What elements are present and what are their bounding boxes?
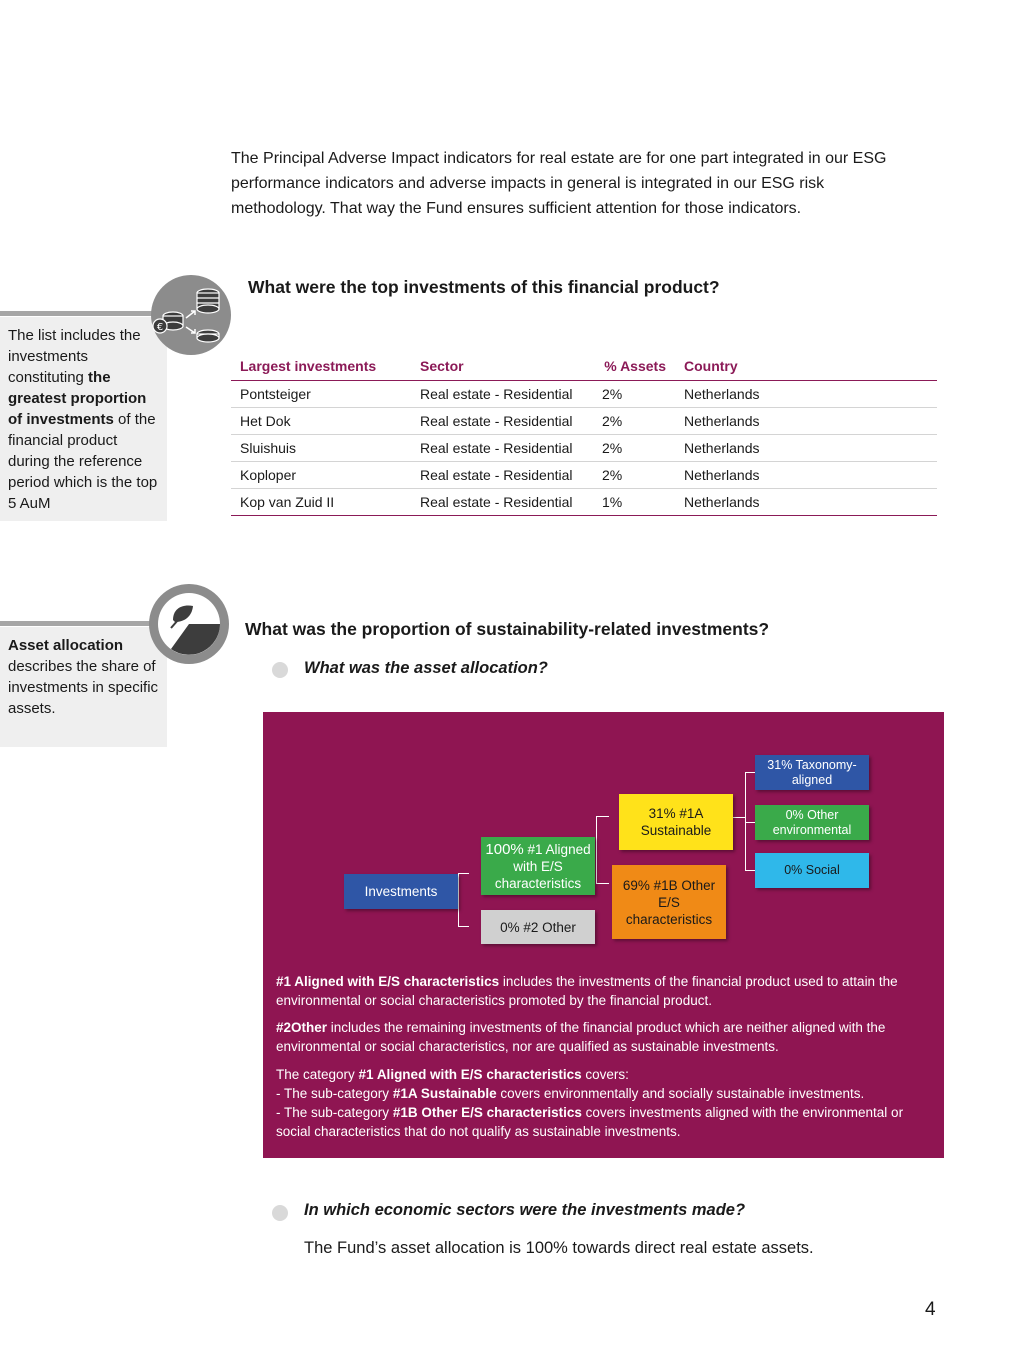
investment-country: Netherlands [675, 407, 937, 435]
investment-name: Pontsteiger [231, 380, 411, 408]
note-text: covers investments aligned with the envi… [276, 1105, 904, 1139]
node-label: 31% Taxonomy-aligned [767, 757, 857, 787]
table-header-row: Largest investments Sector % Assets Coun… [231, 354, 937, 381]
allocation-note-category: The category #1 Aligned with E/S charact… [276, 1065, 936, 1141]
page-number: 4 [925, 1299, 936, 1320]
node-label: 31% #1A Sustainable [640, 806, 712, 838]
connector-line [458, 873, 469, 927]
column-header: % Assets [593, 354, 675, 381]
column-header: Largest investments [231, 354, 411, 381]
note-text: - The sub-category [276, 1086, 393, 1101]
investment-sector: Real estate - Residential [411, 407, 593, 435]
connector-line [745, 870, 755, 871]
note-text: - The sub-category [276, 1105, 393, 1120]
node-label: 0% Other environmental [772, 807, 852, 837]
note-text: includes the investments of the financia… [276, 974, 898, 1008]
bullet-icon [272, 1205, 288, 1221]
sidebar-divider [0, 621, 160, 626]
column-header: Country [675, 354, 937, 381]
note-bold: #1 Aligned with E/S characteristics [358, 1067, 582, 1082]
sustainability-heading: What was the proportion of sustainabilit… [245, 619, 770, 639]
investment-sector: Real estate - Residential [411, 434, 593, 462]
node-label: 100% #1 Aligned with E/S characteristics [481, 841, 595, 892]
table-row: Koploper Real estate - Residential 2% Ne… [231, 461, 937, 489]
investments-node: Investments [344, 874, 458, 909]
node-label: 0% Social [784, 863, 840, 877]
table-row: Het Dok Real estate - Residential 2% Net… [231, 407, 937, 435]
sustainable-node: 31% #1A Sustainable [619, 794, 733, 850]
other-node: 0% #2 Other [481, 910, 595, 944]
node-percent: 100% [485, 840, 524, 858]
sidebar-bold-text: Asset allocation [8, 637, 124, 654]
sidebar-text: of the financial product during the refe… [8, 411, 158, 512]
top-investments-heading: What were the top investments of this fi… [248, 277, 720, 297]
investment-name: Kop van Zuid II [231, 488, 411, 516]
bullet-icon [272, 662, 288, 678]
note-bold: #2Other [276, 1020, 328, 1035]
investment-assets: 2% [593, 434, 675, 462]
note-text: covers: [581, 1067, 629, 1082]
investment-assets: 2% [593, 380, 675, 408]
investment-country: Netherlands [675, 380, 937, 408]
asset-allocation-subheading: What was the asset allocation? [304, 659, 548, 677]
sidebar-note-top-investments: The list includes the investments consti… [0, 317, 167, 521]
asset-allocation-panel: Investments 100% #1 Aligned with E/S cha… [263, 712, 944, 1158]
other-environmental-node: 0% Other environmental [755, 805, 869, 840]
investment-name: Het Dok [231, 407, 411, 435]
table-row: Sluishuis Real estate - Residential 2% N… [231, 434, 937, 462]
node-label-text: #1 Aligned with E/S characteristics [494, 841, 591, 891]
sidebar-divider [0, 311, 160, 316]
note-text: includes the remaining investments of th… [276, 1020, 886, 1054]
investment-sector: Real estate - Residential [411, 488, 593, 516]
sidebar-note-asset-allocation: Asset allocation describes the share of … [0, 627, 167, 747]
leaf-pie-icon [149, 584, 229, 664]
note-line: - The sub-category #1A Sustainable cover… [276, 1084, 936, 1103]
investment-country: Netherlands [675, 434, 937, 462]
sectors-subheading: In which economic sectors were the inves… [304, 1201, 746, 1219]
investment-assets: 2% [593, 407, 675, 435]
connector-line [745, 822, 755, 823]
connector-line [745, 772, 755, 773]
connector-line [745, 772, 756, 870]
node-label: Investments [364, 884, 438, 899]
connector-line [596, 882, 608, 883]
note-bold: #1 Aligned with E/S characteristics [276, 974, 500, 989]
allocation-note-other: #2Other includes the remaining investmen… [276, 1018, 936, 1056]
investment-sector: Real estate - Residential [411, 461, 593, 489]
taxonomy-aligned-node: 31% Taxonomy-aligned [755, 755, 869, 790]
investment-name: Sluishuis [231, 434, 411, 462]
svg-text:€: € [157, 322, 163, 333]
sidebar-bold-text: the greatest proportion of investments [8, 369, 147, 428]
investment-assets: 2% [593, 461, 675, 489]
aligned-es-node: 100% #1 Aligned with E/S characteristics [481, 837, 595, 895]
note-line: - The sub-category #1B Other E/S charact… [276, 1103, 936, 1141]
investment-country: Netherlands [675, 461, 937, 489]
table-row: Pontsteiger Real estate - Residential 2%… [231, 380, 937, 408]
top-investments-table: Largest investments Sector % Assets Coun… [231, 354, 937, 516]
investment-sector: Real estate - Residential [411, 380, 593, 408]
note-bold: #1A Sustainable [392, 1086, 497, 1101]
note-text: covers environmentally and socially sust… [496, 1086, 865, 1101]
note-text: The category [276, 1067, 359, 1082]
note-line: The category #1 Aligned with E/S charact… [276, 1065, 936, 1084]
investment-country: Netherlands [675, 488, 937, 516]
column-header: Sector [411, 354, 593, 381]
sidebar-text: The list includes the investments consti… [8, 327, 141, 386]
connector-line [596, 816, 609, 884]
investment-assets: 1% [593, 488, 675, 516]
connector-line [733, 817, 745, 818]
node-label: 0% #2 Other [500, 919, 576, 935]
allocation-note-aligned: #1 Aligned with E/S characteristics incl… [276, 972, 936, 1010]
social-node: 0% Social [755, 853, 869, 888]
investment-name: Koploper [231, 461, 411, 489]
coins-exchange-icon: € [151, 275, 231, 355]
other-es-node: 69% #1B Other E/S characteristics [612, 865, 726, 939]
sidebar-text: describes the share of investments in sp… [8, 658, 159, 717]
intro-paragraph: The Principal Adverse Impact indicators … [231, 150, 887, 217]
note-bold: #1B Other E/S characteristics [392, 1105, 582, 1120]
node-label: 69% #1B Other E/S characteristics [622, 877, 716, 927]
sectors-answer: The Fund’s asset allocation is 100% towa… [304, 1239, 814, 1257]
table-row: Kop van Zuid II Real estate - Residentia… [231, 488, 937, 516]
